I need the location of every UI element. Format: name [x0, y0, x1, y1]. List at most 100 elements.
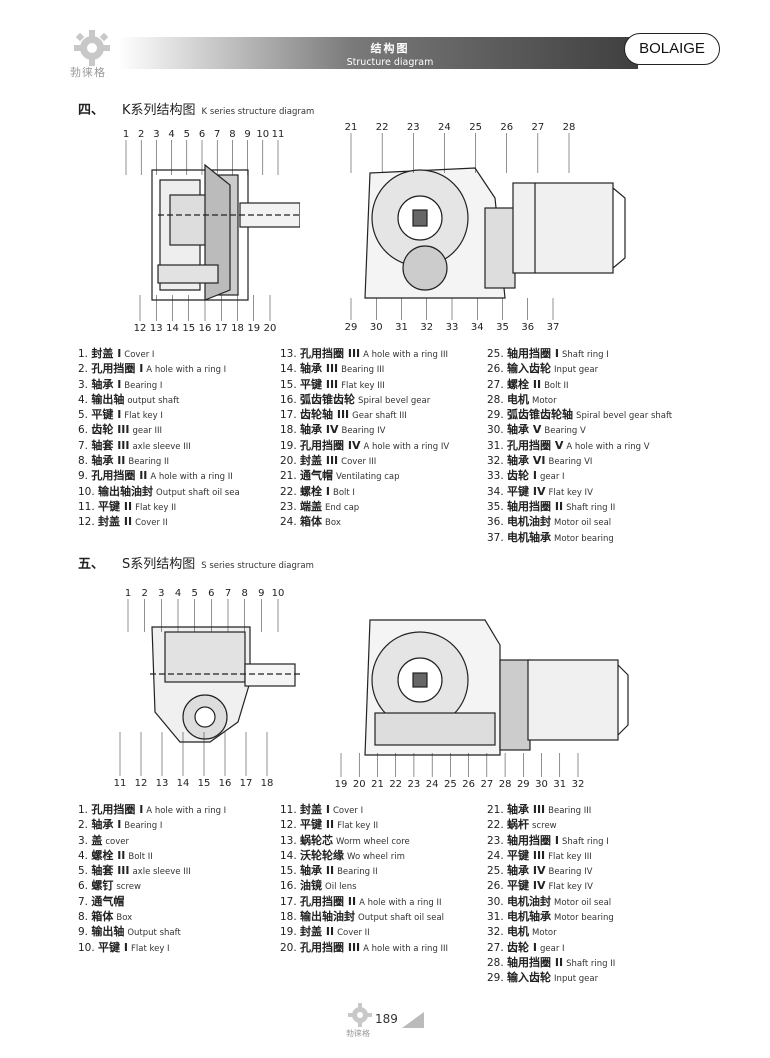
- k-callout-20: 20: [264, 323, 277, 334]
- legend-cn: 蜗杆: [507, 818, 530, 832]
- s-section-title-cn: S系列结构图: [122, 557, 196, 572]
- legend-en: Box: [116, 913, 133, 924]
- legend-number: 28.: [487, 956, 508, 969]
- legend-number: 12.: [78, 516, 99, 529]
- k-callout-19: 19: [247, 323, 260, 334]
- s-callout-27: 27: [480, 779, 493, 790]
- legend-en: Input gear: [554, 974, 599, 985]
- legend-cn: 输入齿轮: [507, 362, 552, 376]
- legend-number: 31.: [487, 439, 508, 452]
- s-callout-26: 26: [462, 779, 475, 790]
- s-callout-30: 30: [535, 779, 548, 790]
- legend-number: 21.: [487, 804, 508, 816]
- legend-en: Bolt II: [128, 851, 153, 862]
- s-callout-1: 1: [125, 588, 131, 599]
- legend-number: 14.: [280, 363, 301, 376]
- legend-cn: 电机: [507, 392, 530, 406]
- k-callout-1: 1: [123, 129, 129, 140]
- k-callout-37: 37: [547, 322, 560, 333]
- legend-number: 31.: [487, 911, 508, 924]
- k-callout-23: 23: [407, 122, 420, 133]
- legend-cn: 轴承 III: [300, 362, 339, 376]
- k-callout-4: 4: [168, 129, 174, 140]
- legend-en: Bearing II: [337, 867, 378, 878]
- k-section-title-cn: K系列结构图: [122, 103, 196, 118]
- legend-number: 25.: [487, 865, 508, 878]
- k-callout-3: 3: [153, 129, 159, 140]
- legend-en: Bearing I: [124, 380, 163, 391]
- legend-cn: 轴套 III: [91, 438, 130, 452]
- s-callout-12: 12: [135, 778, 148, 789]
- legend-number: 9.: [78, 470, 92, 483]
- legend-cn: 平键 II: [300, 818, 335, 832]
- legend-number: 17.: [280, 895, 301, 908]
- logo-text: 勃徕格: [70, 66, 106, 79]
- legend-cn: 电机油封: [507, 894, 552, 908]
- legend-en: Shaft ring I: [561, 350, 609, 360]
- legend-cn: 电机轴承: [507, 910, 552, 924]
- legend-number: 37.: [487, 531, 508, 544]
- legend-number: 26.: [487, 363, 508, 376]
- legend-cn: 轴用挡圈 I: [507, 833, 559, 847]
- legend-en: Box: [325, 518, 341, 529]
- legend-number: 32.: [487, 926, 508, 939]
- legend-en: Bolt II: [544, 380, 569, 391]
- s-callout-3: 3: [158, 588, 164, 599]
- legend-cn: 平键 I: [91, 408, 122, 422]
- legend-cn: 封盖 II: [98, 515, 133, 529]
- legend-cn: 轴承 III: [507, 803, 546, 816]
- legend-en: Shaft ring II: [566, 958, 616, 969]
- legend-number: 35.: [487, 500, 508, 513]
- k-callout-15: 15: [182, 323, 195, 334]
- legend-number: 29.: [487, 972, 508, 985]
- legend-en: Oil lens: [325, 882, 357, 893]
- legend-cn: 输出轴: [91, 392, 125, 406]
- legend-en: A hole with a ring IV: [363, 441, 450, 452]
- footer-gear-logo-icon: [348, 1003, 372, 1027]
- legend-number: 3.: [78, 378, 92, 391]
- legend-number: 17.: [280, 409, 301, 422]
- k-section-title-en: K series structure diagram: [201, 107, 315, 117]
- legend-number: 30.: [487, 424, 508, 437]
- s-callout-7: 7: [225, 588, 231, 599]
- legend-cn: 沃轮轮缘: [300, 848, 345, 862]
- legend-en: Bearing III: [548, 806, 592, 816]
- legend-cn: 封盖 I: [300, 803, 330, 816]
- legend-en: Motor bearing: [554, 913, 614, 924]
- legend-cn: 箱体: [300, 515, 323, 529]
- s-callout-18: 18: [261, 778, 274, 789]
- legend-number: 27.: [487, 941, 508, 954]
- legend-cn: 平键 III: [300, 377, 339, 391]
- legend-cn: 油镜: [300, 879, 323, 893]
- legend-number: 7.: [78, 895, 92, 908]
- legend-en: A hole with a ring I: [146, 806, 227, 816]
- legend-number: 9.: [78, 926, 92, 939]
- s-callout-5: 5: [191, 588, 197, 599]
- gear-logo-icon: [74, 30, 110, 66]
- legend-en: Input gear: [554, 365, 599, 376]
- brand-badge: BOLAIGE: [624, 33, 720, 65]
- header-bar: [118, 37, 638, 69]
- legend-cn: 孔用挡圈 I: [91, 803, 144, 816]
- legend-number: 19.: [280, 439, 301, 452]
- k-callout-36: 36: [521, 322, 534, 333]
